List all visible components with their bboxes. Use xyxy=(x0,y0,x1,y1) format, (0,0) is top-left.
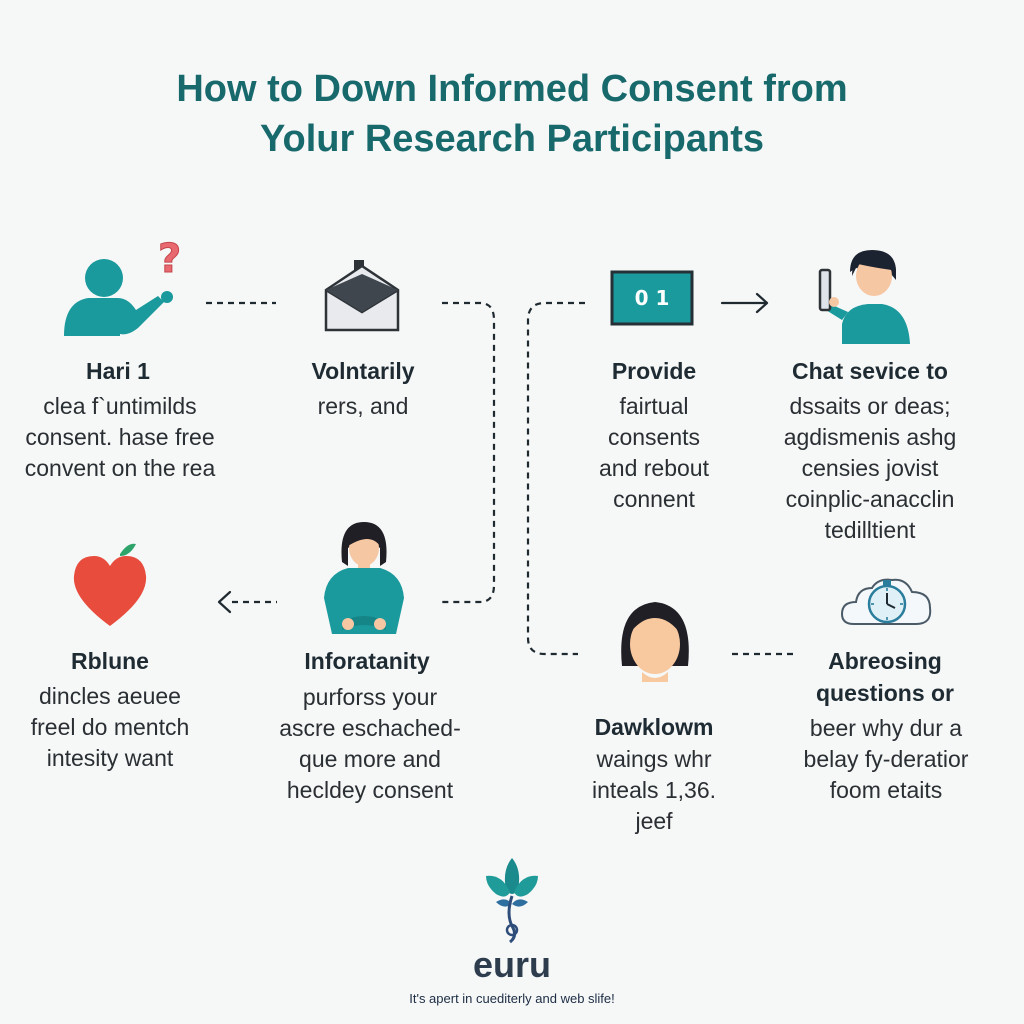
step-8-line-3: foom etaits xyxy=(829,777,943,803)
screen-icon: 0 1 xyxy=(610,270,694,326)
person-question-icon: ? xyxy=(64,238,182,336)
woman-icon xyxy=(324,522,404,634)
step-6-body: purforss your ascre eschached- que more … xyxy=(256,682,484,806)
step-3-body: fairtual consents and rebout connent xyxy=(566,391,742,515)
step-8-line-2: belay fy-deratior xyxy=(803,746,969,772)
step-1-heading: Hari 1 xyxy=(86,358,150,384)
step-8-body: beer why dur a belay fy-deratior foom et… xyxy=(776,713,996,806)
cloud-clock-icon xyxy=(840,578,932,625)
step-4-line-5: tedilltient xyxy=(824,517,916,543)
step-6-heading: Inforatanity xyxy=(304,648,430,674)
step-6-line-2: ascre eschached- xyxy=(279,715,461,741)
arrow-3-4-head xyxy=(755,292,769,314)
step-2-heading: Volntarily xyxy=(311,358,415,384)
step-3-line-4: connent xyxy=(613,486,695,512)
heart-apple-icon xyxy=(73,543,147,626)
step-6-line-3: que more and xyxy=(299,746,441,772)
face-icon xyxy=(621,602,689,682)
envelope-icon xyxy=(324,260,400,332)
step-7-body: waings whr inteals 1,36. jeef xyxy=(560,744,748,837)
step-4-line-2: agdismenis ashg xyxy=(783,424,957,450)
step-3-line-2: consents xyxy=(607,424,701,450)
brand-name: euru xyxy=(472,944,551,985)
step-8-heading-line-1: Abreosing xyxy=(828,648,942,674)
step-7-heading: Dawklowm xyxy=(594,714,714,740)
step-3-line-3: and rebout xyxy=(599,455,709,481)
person-phone-icon xyxy=(818,250,910,344)
arrow-6-5-head xyxy=(217,590,232,614)
page-title-line-2: Yolur Research Participants xyxy=(259,118,765,160)
step-4-line-3: censies jovist xyxy=(801,455,939,481)
step-5-line-2: freel do mentch xyxy=(30,714,190,740)
step-5-body: dincles aeuee freel do mentch intesity w… xyxy=(4,681,216,774)
step-4-line-1: dssaits or deas; xyxy=(789,393,951,419)
step-5-line-3: intesity want xyxy=(46,745,174,771)
step-1-line-1: clea f`untimilds xyxy=(43,393,197,419)
step-5-line-1: dincles aeuee xyxy=(39,683,181,709)
step-3-heading: Provide xyxy=(611,358,697,384)
step-8-line-1: beer why dur a xyxy=(809,715,963,741)
connector-3-7 xyxy=(526,301,585,656)
screen-label: 0 1 xyxy=(635,286,670,310)
step-3-line-1: fairtual xyxy=(619,393,689,419)
step-4-heading: Chat sevice to xyxy=(792,358,948,384)
step-7-line-1: waings whr xyxy=(596,746,712,772)
leaf-logo-icon xyxy=(486,858,538,944)
step-1-line-2: consent. hase free xyxy=(25,424,215,450)
step-8-heading: Abreosing questions or xyxy=(782,645,988,709)
step-7-line-3: jeef xyxy=(635,808,673,834)
step-1-body: clea f`untimilds consent. hase free conv… xyxy=(4,391,236,484)
step-7-line-2: inteals 1,36. xyxy=(591,777,717,803)
connector-2-6 xyxy=(442,301,496,604)
step-4-body: dssaits or deas; agdismenis ashg censies… xyxy=(760,391,980,546)
svg-text:?: ? xyxy=(158,238,181,282)
step-4-line-4: coinplic-anacclin xyxy=(785,486,955,512)
step-5-heading: Rblune xyxy=(71,648,149,674)
step-2-body: rers, and xyxy=(268,391,458,422)
step-8-heading-line-2: questions or xyxy=(815,680,954,706)
step-6-line-4: hecldey consent xyxy=(286,777,454,803)
step-2-line-1: rers, and xyxy=(317,393,409,419)
page-title-line-1: How to Down Informed Consent from xyxy=(176,68,848,110)
step-1-line-3: convent on the rea xyxy=(24,455,216,481)
brand-tagline: It's apert in cuediterly and web slife! xyxy=(409,991,615,1006)
step-6-line-1: purforss your xyxy=(302,684,438,710)
